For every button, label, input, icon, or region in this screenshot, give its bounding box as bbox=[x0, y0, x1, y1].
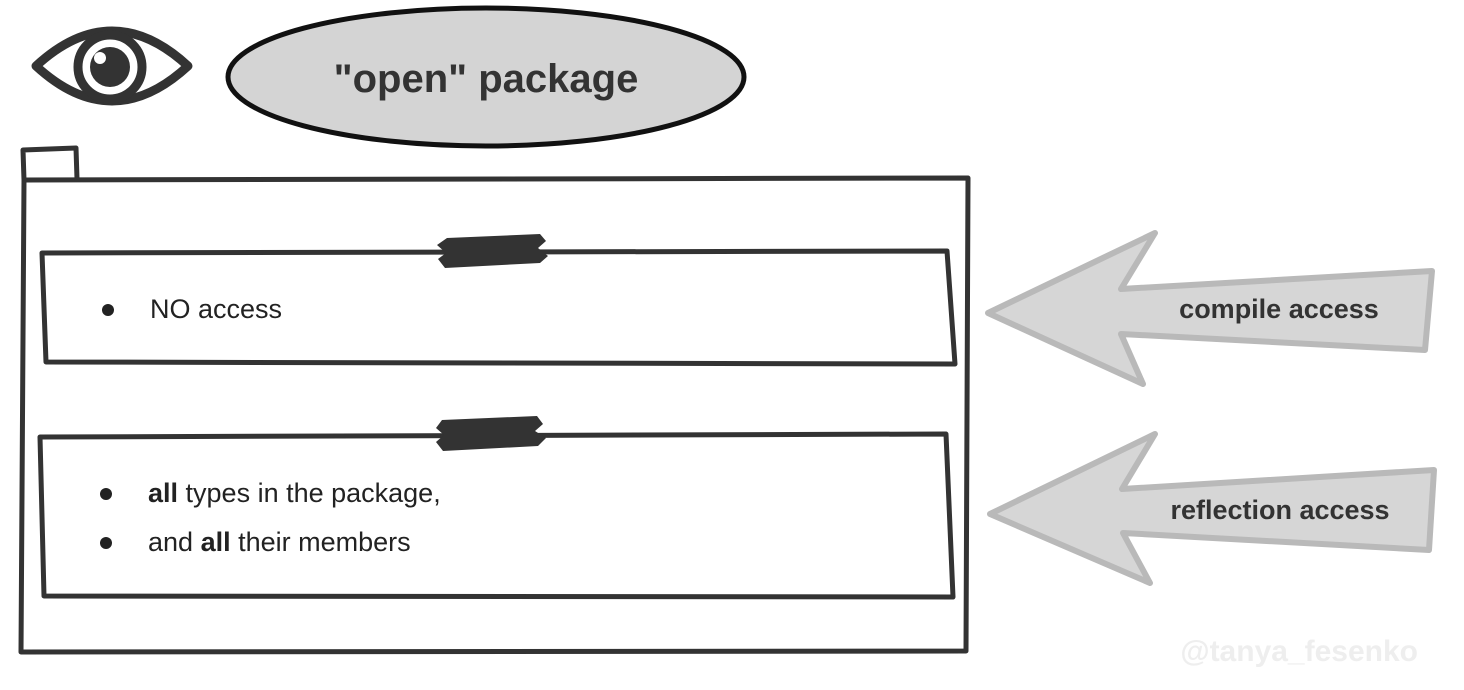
tape-strip bbox=[436, 416, 546, 451]
compile-access-arrow: compile access bbox=[985, 230, 1435, 387]
compile-panel: NO access bbox=[39, 234, 958, 367]
arrow-label: reflection access bbox=[1170, 495, 1389, 525]
eye-icon bbox=[31, 26, 193, 106]
page-title: "open" package bbox=[334, 57, 639, 101]
item-text: types in the package, bbox=[178, 478, 441, 508]
arrow-label: compile access bbox=[1179, 294, 1379, 324]
emphasis: all bbox=[201, 527, 231, 557]
list-item: NO access bbox=[150, 294, 282, 324]
reflection-panel: all types in the package, and all their … bbox=[37, 416, 956, 600]
item-text: their members bbox=[231, 527, 411, 557]
title-badge: "open" package bbox=[225, 5, 747, 149]
tape-strip bbox=[437, 234, 548, 268]
emphasis: all bbox=[148, 478, 178, 508]
list-item: all types in the package, bbox=[148, 478, 441, 508]
list-item: and all their members bbox=[148, 527, 411, 557]
item-text: and bbox=[148, 527, 201, 557]
watermark: @tanya_fesenko bbox=[1180, 635, 1418, 668]
reflection-access-arrow: reflection access bbox=[987, 431, 1437, 586]
bullet-dot bbox=[100, 488, 112, 500]
bullet-dot bbox=[102, 304, 114, 316]
bullet-dot bbox=[100, 537, 112, 549]
